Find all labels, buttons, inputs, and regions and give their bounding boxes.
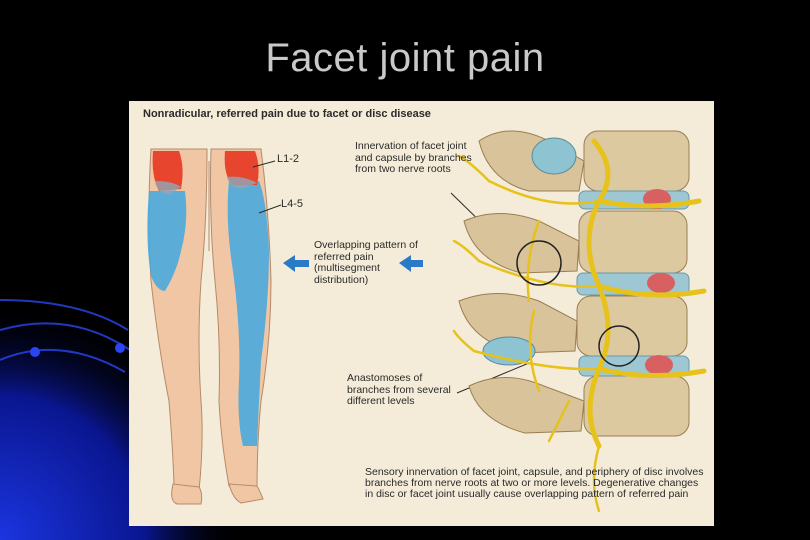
legs-illustration: [147, 149, 271, 504]
label-l4-5: L4-5: [281, 199, 303, 211]
label-innervation: Innervation of facet joint and capsule b…: [355, 141, 475, 176]
label-overlapping-pattern: Overlapping pattern of referred pain (mu…: [314, 240, 424, 286]
decorative-dot: [115, 343, 125, 353]
spine-illustration: [454, 131, 704, 511]
figure-heading: Nonradicular, referred pain due to facet…: [143, 109, 431, 121]
left-arrow-icon: [283, 255, 309, 272]
left-foot: [172, 484, 202, 504]
slide-title: Facet joint pain: [0, 36, 810, 81]
label-anastomoses: Anastomoses of branches from several dif…: [347, 373, 457, 408]
right-foot: [229, 484, 263, 503]
anatomy-figure: Nonradicular, referred pain due to facet…: [129, 101, 714, 526]
label-l1-2: L1-2: [277, 154, 299, 166]
decorative-dot: [30, 347, 40, 357]
label-sensory-innervation: Sensory innervation of facet joint, caps…: [365, 467, 705, 500]
